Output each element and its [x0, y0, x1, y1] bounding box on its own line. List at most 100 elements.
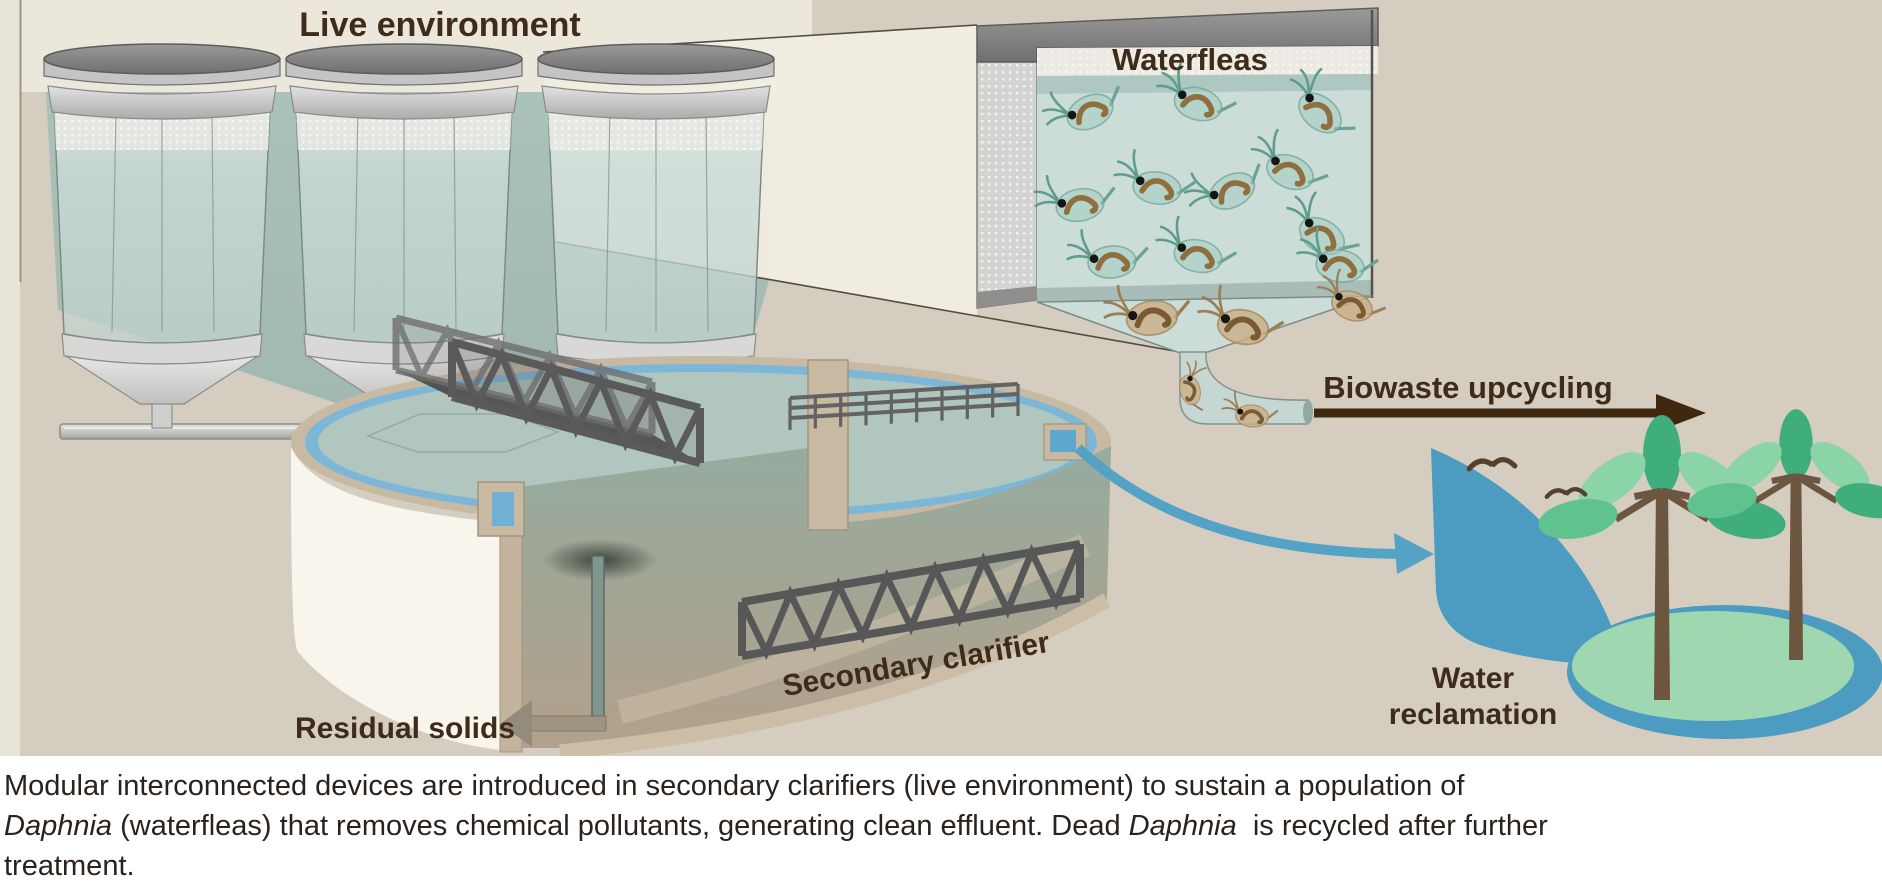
caption-species-name: Daphnia: [1128, 810, 1237, 842]
bird-icon: [1466, 457, 1518, 472]
tank-collar: [289, 85, 519, 120]
waterflea-icon: [1289, 67, 1356, 134]
water-reclamation-label-line2: reclamation: [1389, 698, 1557, 731]
tree-trunk: [1788, 470, 1804, 660]
waterflea-icon: [1066, 229, 1149, 279]
flea-eye: [1271, 156, 1280, 166]
biowaste-elbow-pipe: [1179, 351, 1309, 425]
tree-leaf: [1835, 483, 1882, 519]
modular-tank: [285, 43, 523, 429]
flea-eye: [1237, 408, 1244, 415]
waterflea-icon: [1041, 85, 1121, 131]
flea-gut: [1322, 256, 1358, 279]
flea-eye: [1318, 254, 1328, 264]
tree-trunk: [1654, 485, 1670, 700]
waterfleas-label: Waterfleas: [1112, 42, 1268, 77]
tree-leaf: [1722, 441, 1782, 493]
waterfleas-tank: Waterfleas: [976, 7, 1387, 428]
pond-island: [1572, 611, 1854, 721]
clarifier-bottom-rim: [559, 593, 1111, 756]
modular-tank: [43, 43, 281, 429]
residual-solids-label: Residual solids: [295, 712, 515, 745]
tank-seam: [211, 107, 215, 333]
tank-left-wall-texture: [977, 60, 1037, 308]
tank-left-wall-base: [977, 286, 1037, 308]
tank-seam: [111, 107, 117, 333]
flea-eye: [1305, 93, 1314, 103]
waterflea-icon: [1155, 215, 1238, 274]
water-reclamation-label-line1: Water: [1432, 662, 1515, 695]
waterflea-icon: [1156, 62, 1238, 122]
tree-leaf: [1643, 415, 1681, 495]
clarifier-outer-wall: [291, 447, 522, 752]
tank-seam: [605, 107, 611, 333]
tank-cone: [65, 355, 259, 405]
flea-gut: [1076, 101, 1109, 126]
flea-gut: [1239, 409, 1264, 425]
tank-funnel: [1036, 295, 1373, 354]
dead-waterflea-icon: [1179, 360, 1207, 412]
flea-gut: [1303, 101, 1333, 131]
truss-bridge-rear-top-chord: [395, 314, 653, 386]
flea-eye: [1135, 176, 1145, 186]
tank-seam: [705, 107, 709, 333]
tree-icon: [1538, 415, 1786, 700]
residual-solids-arrow: [500, 700, 607, 747]
flea-gut: [1134, 307, 1172, 329]
flea-eye: [1067, 110, 1077, 120]
caption-line: treatment.: [4, 846, 1882, 886]
waterflea-icon: [1113, 148, 1196, 205]
side-truss-top-chord: [741, 540, 1081, 606]
clean-effluent-arrow: [1074, 444, 1434, 574]
truss-bridge-front-bottom-chord: [450, 393, 702, 467]
truss-bridge-front: [448, 338, 704, 467]
flea-gut: [1183, 380, 1197, 402]
flea-gut: [1063, 195, 1099, 216]
pipe-outlet: [1303, 400, 1313, 424]
caption-line: Daphnia (waterfleas) that removes chemic…: [4, 806, 1882, 846]
caption-species-name: Daphnia: [4, 810, 113, 842]
tank-leg: [151, 403, 173, 429]
flea-gut: [1272, 161, 1306, 187]
tank-lid: [43, 43, 281, 75]
modular-tank: [537, 43, 775, 429]
tank-seam: [353, 107, 359, 333]
flea-eye: [1304, 218, 1314, 228]
side-truss-bottom-chord: [741, 594, 1081, 660]
handrail-rail: [789, 382, 1019, 400]
flea-gut: [1095, 252, 1131, 272]
tank-lid: [537, 43, 775, 75]
tank-collar: [47, 85, 277, 120]
tank-seam: [453, 107, 457, 333]
flea-gut: [1218, 180, 1251, 205]
handrail-rail: [789, 402, 1019, 420]
effluent-launder: [477, 481, 525, 537]
dead-waterflea-icon: [1221, 390, 1279, 428]
handrail-rail: [789, 392, 1019, 410]
tree-leaf: [1578, 452, 1646, 510]
caption-text: is recycled after further: [1236, 810, 1548, 842]
flea-eye: [1177, 243, 1187, 252]
waterflea-icon: [1033, 175, 1116, 223]
truss-bridge-front-panel: [452, 342, 700, 463]
waterflea-icon: [1296, 226, 1379, 283]
tree-leaf: [1687, 483, 1757, 519]
biowaste-upcycling-label: Biowaste upcycling: [1323, 370, 1612, 405]
caption-line: Modular interconnected devices are intro…: [4, 766, 1882, 806]
flea-gut: [1224, 316, 1262, 341]
clarifier-interior-section: [520, 445, 1111, 748]
tree-icon: [1687, 409, 1882, 660]
left-margin-strip: [0, 0, 20, 756]
flea-eye: [1057, 199, 1067, 208]
tree-branch: [1794, 473, 1839, 504]
tree-branch: [1613, 488, 1664, 523]
water-swoosh: [1431, 448, 1624, 666]
side-truss: [738, 540, 1084, 661]
tree-leaf: [1538, 499, 1618, 539]
caption-text: treatment.: [4, 850, 135, 882]
tank-foam-texture: [1037, 46, 1378, 76]
flea-eye: [1220, 314, 1231, 324]
flea-gut: [1336, 297, 1366, 319]
device-frame-outline: [365, 413, 561, 453]
tree-leaf: [1810, 441, 1870, 493]
